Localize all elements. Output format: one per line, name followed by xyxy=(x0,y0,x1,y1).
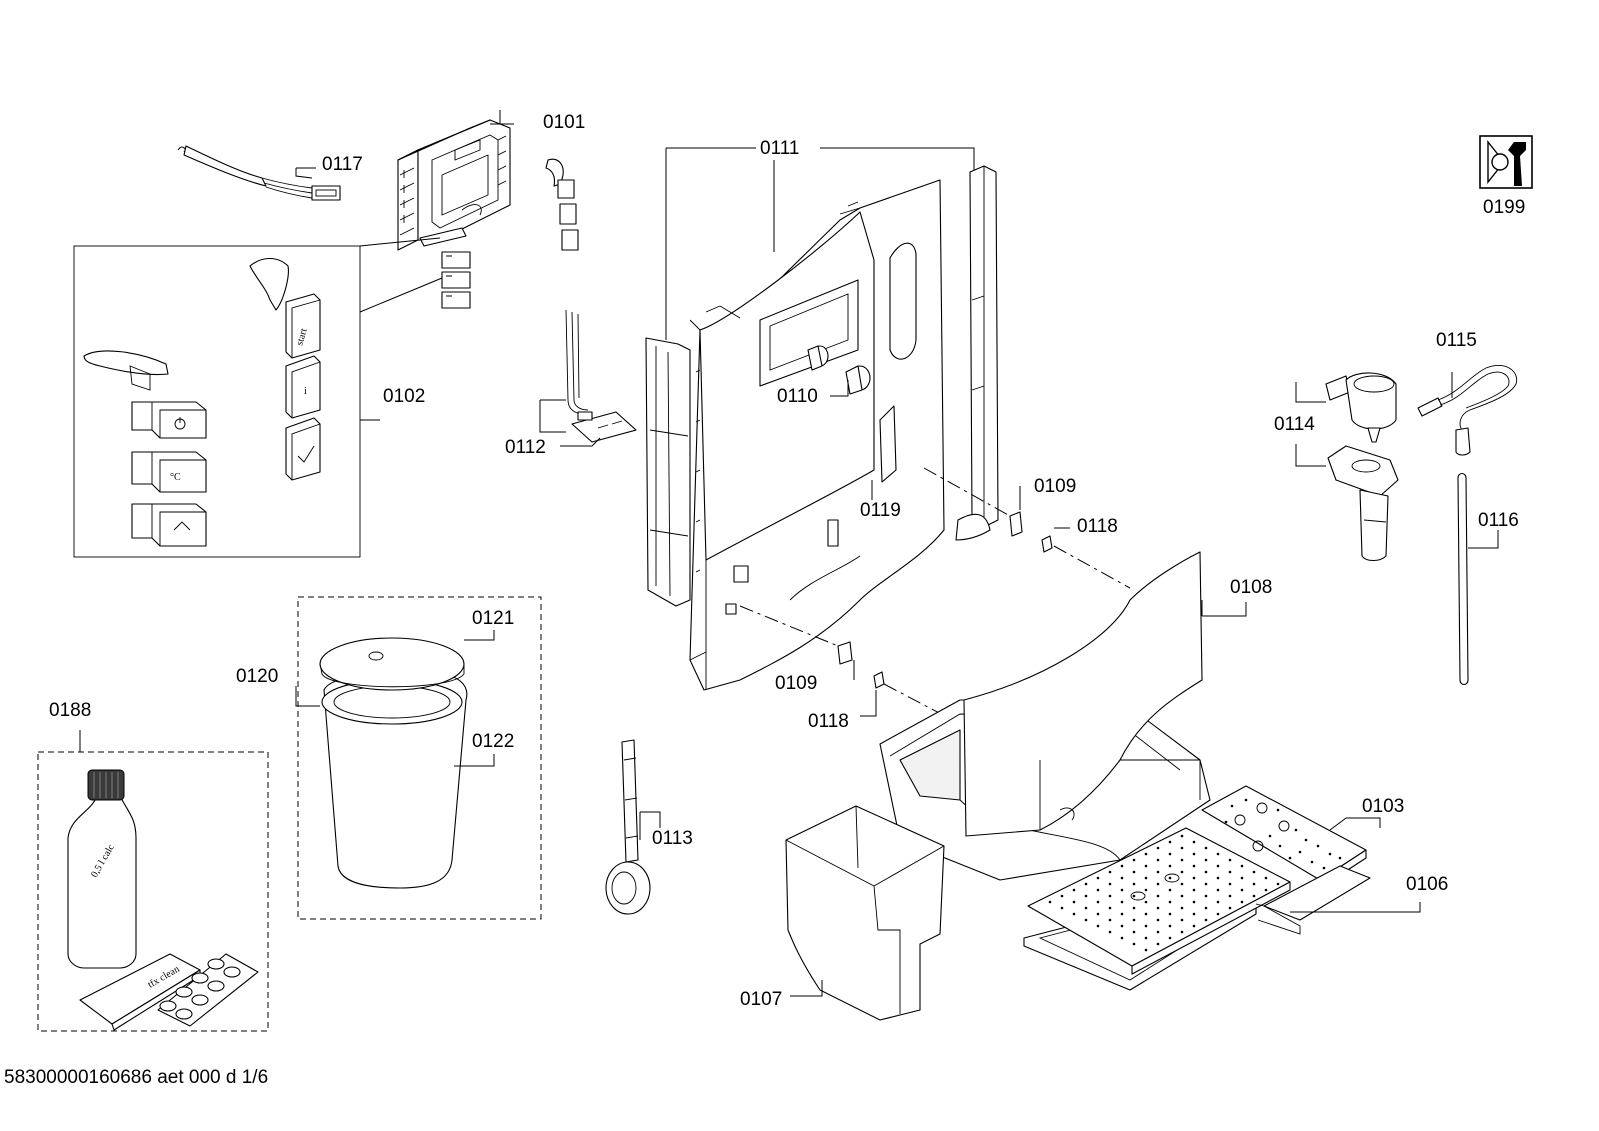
part-labels: 0101 0117 0102 0111 0112 0110 0119 0109 … xyxy=(49,112,1525,1010)
label-0103: 0103 xyxy=(1362,796,1404,817)
tool-symbol-0199 xyxy=(1479,135,1533,189)
knobs-0110 xyxy=(807,345,871,395)
small-parts-0109-0118 xyxy=(739,467,1131,727)
measuring-spoon-0113 xyxy=(605,739,651,915)
label-0115: 0115 xyxy=(1436,330,1477,351)
label-0109-upper: 0109 xyxy=(1034,476,1076,497)
leader-lines xyxy=(79,110,1499,997)
control-module-0101 xyxy=(397,119,511,309)
drip-assembly-0108 xyxy=(879,551,1211,881)
drip-tray-0106 xyxy=(1023,827,1371,991)
label-0120: 0120 xyxy=(236,666,278,687)
label-0113: 0113 xyxy=(652,828,693,849)
steam-valve-0114 xyxy=(1325,372,1399,562)
label-0112: 0112 xyxy=(505,437,546,458)
celsius-label: °C xyxy=(170,472,181,483)
label-0106: 0106 xyxy=(1406,874,1448,895)
start-label: start xyxy=(294,327,309,347)
label-0188: 0188 xyxy=(49,700,91,721)
detail-box-0102: °C start i xyxy=(73,237,443,558)
label-0114: 0114 xyxy=(1274,414,1315,435)
rod-0116 xyxy=(1457,472,1469,686)
label-0118-upper: 0118 xyxy=(1077,516,1118,537)
grounds-container-0107 xyxy=(785,805,945,1021)
label-0116: 0116 xyxy=(1478,510,1519,531)
label-0119: 0119 xyxy=(860,500,901,521)
cable-0117 xyxy=(177,145,341,201)
label-0108: 0108 xyxy=(1230,577,1272,598)
steam-pipe-0115 xyxy=(1417,364,1518,456)
label-0101: 0101 xyxy=(543,112,585,133)
label-0117: 0117 xyxy=(322,154,363,175)
cleaning-kit-0188: 0,5 l calc tfx clean xyxy=(37,751,269,1032)
document-code: 58300000160686 aet 000 d 1/6 xyxy=(4,1067,269,1088)
label-0199: 0199 xyxy=(1483,197,1525,218)
front-panel-0111 xyxy=(645,165,999,691)
label-0122: 0122 xyxy=(472,731,514,752)
label-0121: 0121 xyxy=(472,608,514,629)
label-0118-lower: 0118 xyxy=(808,711,849,732)
label-0111: 0111 xyxy=(760,138,799,159)
sensor-board-0112 xyxy=(565,309,637,443)
label-0102: 0102 xyxy=(383,386,425,407)
label-0109-lower: 0109 xyxy=(775,673,817,694)
water-filter-group-0120 xyxy=(297,596,542,920)
button-set-small xyxy=(545,158,579,251)
label-0110: 0110 xyxy=(777,386,818,407)
info-label: i xyxy=(304,386,307,397)
label-0107: 0107 xyxy=(740,989,782,1010)
